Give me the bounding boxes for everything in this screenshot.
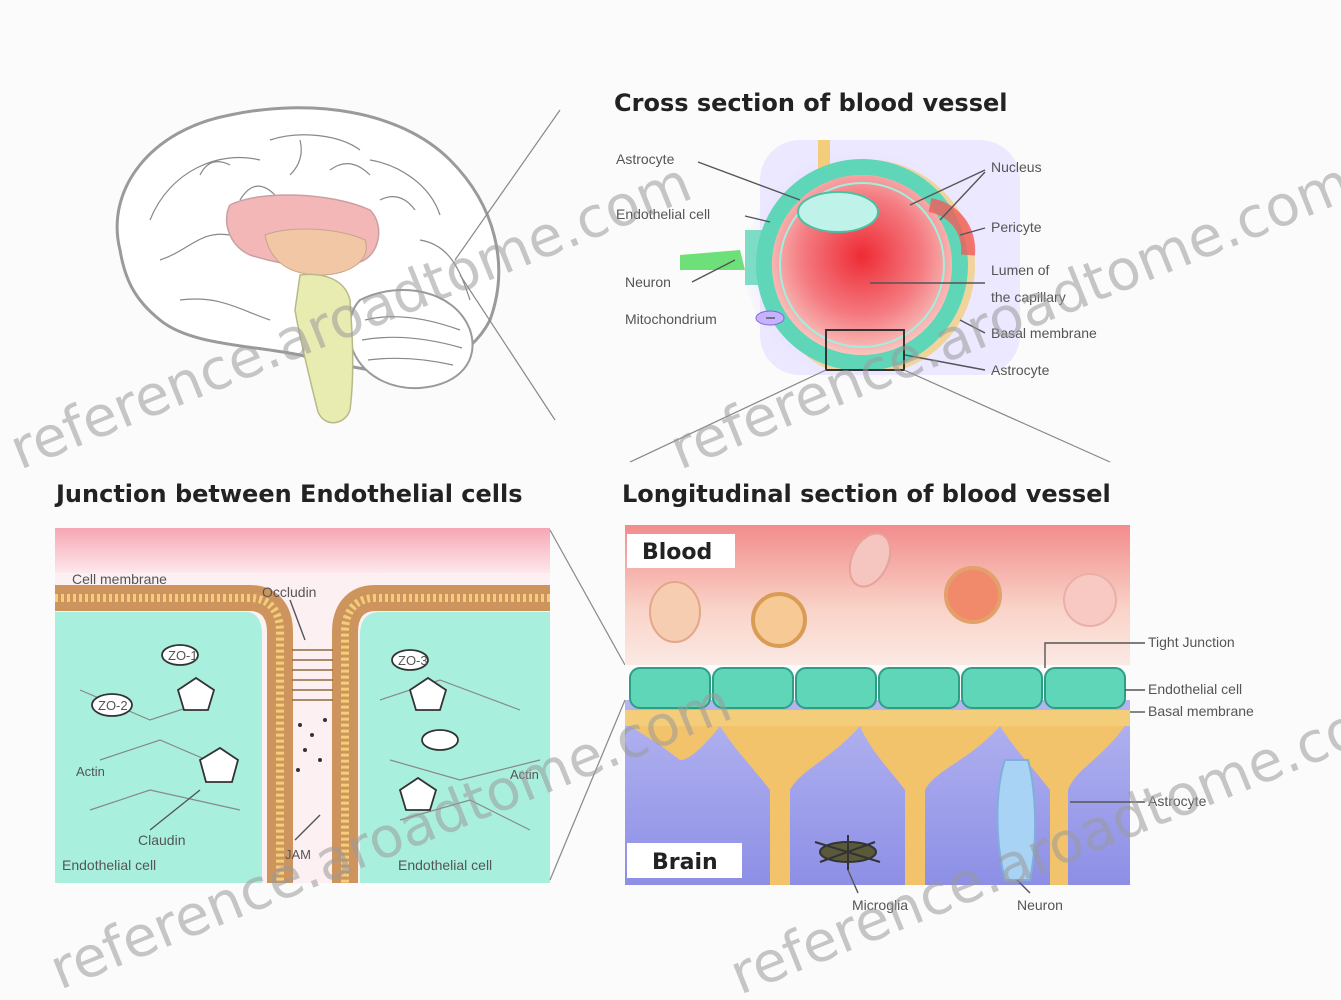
junction-top-band [55, 528, 550, 573]
label-blood: Blood [642, 540, 712, 565]
junction-title: Junction between Endothelial cells [54, 480, 523, 508]
label-brain: Brain [652, 850, 718, 875]
label-basal-membrane-long: Basal membrane [1148, 703, 1254, 719]
neuron-process [680, 250, 745, 270]
label-tight-junction: Tight Junction [1148, 634, 1235, 650]
label-neuron-long: Neuron [1017, 897, 1063, 913]
nucleus [798, 192, 878, 232]
label-actin-left: Actin [76, 764, 105, 779]
label-nucleus: Nucleus [991, 159, 1042, 175]
label-endothelial-left: Endothelial cell [62, 857, 156, 873]
label-pericyte: Pericyte [991, 219, 1042, 235]
longitudinal-title: Longitudinal section of blood vessel [622, 480, 1111, 508]
label-zo-2: ZO-2 [98, 698, 128, 713]
label-neuron: Neuron [625, 274, 671, 290]
label-zo-1: ZO-1 [168, 648, 198, 663]
label-zo-3: ZO-3 [398, 653, 428, 668]
label-mitochondrium: Mitochondrium [625, 311, 717, 327]
label-claudin: Claudin [138, 832, 185, 848]
label-occludin: Occludin [262, 584, 316, 600]
label-astrocyte-bottom: Astrocyte [991, 362, 1050, 378]
label-cell-membrane: Cell membrane [72, 571, 167, 587]
cross-section-title: Cross section of blood vessel [614, 89, 1007, 117]
label-endothelial-cell-long: Endothelial cell [1148, 681, 1242, 697]
